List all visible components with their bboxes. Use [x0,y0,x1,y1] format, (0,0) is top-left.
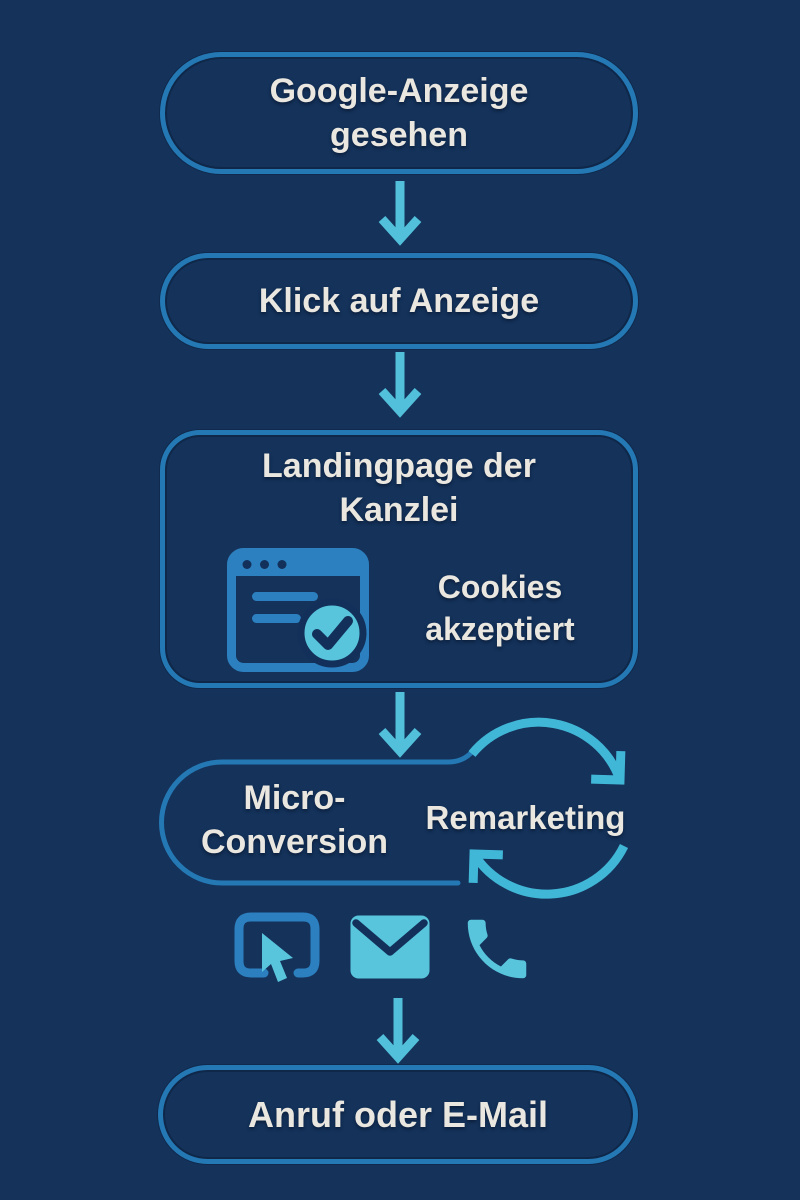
phone-icon [467,919,527,979]
step-label: Google-Anzeige gesehen [269,72,529,154]
browser-check-icon [227,548,369,672]
remarketing-label: Remarketing [425,799,626,836]
cookies-note: Cookies akzeptiert [425,569,575,647]
step-click-on-ad: Klick auf Anzeige [160,253,638,349]
cursor-pointer [262,933,293,982]
down-arrow-icon [378,692,422,758]
step-label: Klick auf Anzeige [258,281,540,320]
step-landingpage [160,430,638,688]
down-arrow-icon [376,998,420,1064]
click-icon [234,912,320,982]
step-call-or-email: Anruf oder E-Mail [158,1065,638,1164]
email-icon [350,915,430,979]
step-label: Anruf oder E-Mail [247,1093,548,1135]
down-arrow-icon [378,181,422,246]
down-arrow-icon [378,352,422,418]
landingpage-title: Landingpage der Kanzlei [262,447,536,529]
checkmark [312,616,353,650]
micro-conversion-label: Micro-Conversion [200,779,389,861]
step-google-ad-seen: Google-Anzeige gesehen [160,52,638,174]
browser-titlebar [231,552,365,576]
